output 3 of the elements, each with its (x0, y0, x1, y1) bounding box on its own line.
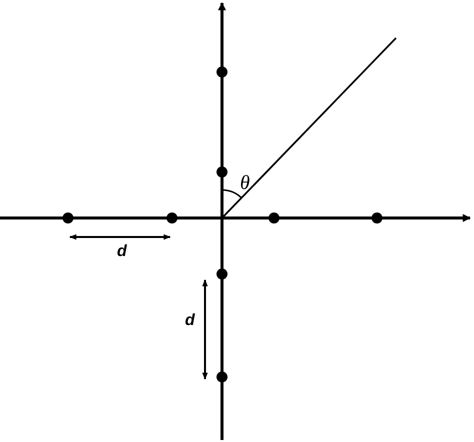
dimension-label: d (117, 244, 127, 260)
dimension-label: d (185, 313, 195, 329)
angle-label: θ (240, 173, 250, 193)
